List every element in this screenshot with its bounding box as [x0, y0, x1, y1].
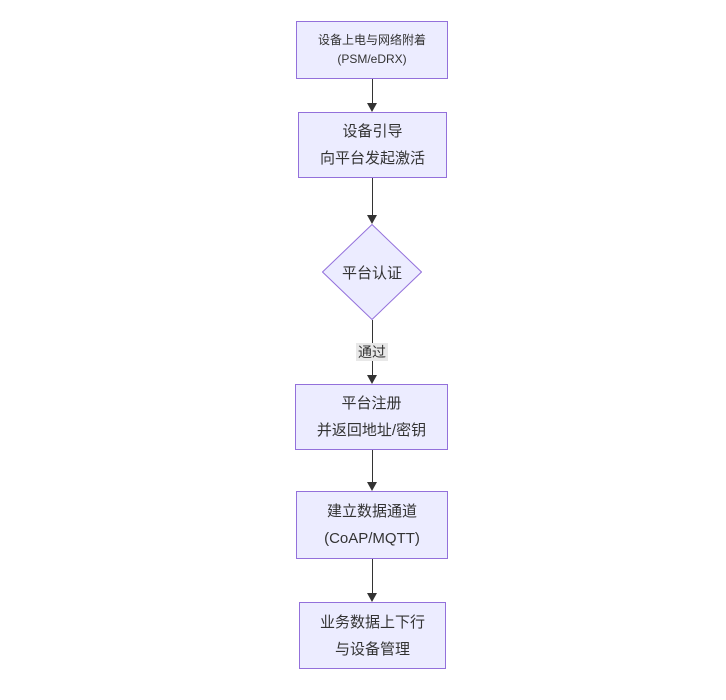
- node-register: 平台注册 并返回地址/密钥: [295, 384, 448, 450]
- edge-label-pass: 通过: [356, 343, 388, 361]
- arrowhead-down-icon: [367, 482, 377, 491]
- node-label-line: 平台注册: [341, 395, 402, 412]
- node-label-line: 业务数据上下行: [319, 613, 425, 631]
- node-label-line: 并返回地址/密钥: [316, 422, 427, 439]
- node-label-line: 设备上电与网络附着: [317, 33, 426, 47]
- diamond-shape: [322, 224, 422, 320]
- node-power-attach: 设备上电与网络附着 (PSM/eDRX): [296, 21, 448, 79]
- node-label-line: 设备引导: [342, 123, 403, 140]
- node-label-line: 平台认证: [341, 264, 402, 282]
- node-label-line: 建立数据通道: [326, 503, 417, 520]
- arrowhead-down-icon: [367, 215, 377, 224]
- node-platform-auth: 平台认证: [322, 224, 422, 320]
- edge-line: [371, 79, 373, 104]
- edge-line: [371, 178, 373, 216]
- arrowhead-down-icon: [367, 593, 377, 602]
- edge-line: [371, 559, 373, 594]
- edge-line: [371, 450, 373, 483]
- node-label-line: (PSM/eDRX): [337, 52, 407, 66]
- node-label-line: (CoAP/MQTT): [324, 530, 420, 547]
- arrowhead-down-icon: [367, 375, 377, 384]
- node-data-channel: 建立数据通道 (CoAP/MQTT): [296, 491, 448, 559]
- node-label-line: 与设备管理: [334, 640, 410, 658]
- arrowhead-down-icon: [367, 103, 377, 112]
- node-business: 业务数据上下行 与设备管理: [299, 602, 446, 669]
- node-bootstrap: 设备引导 向平台发起激活: [298, 112, 447, 178]
- node-label-line: 向平台发起激活: [319, 150, 425, 167]
